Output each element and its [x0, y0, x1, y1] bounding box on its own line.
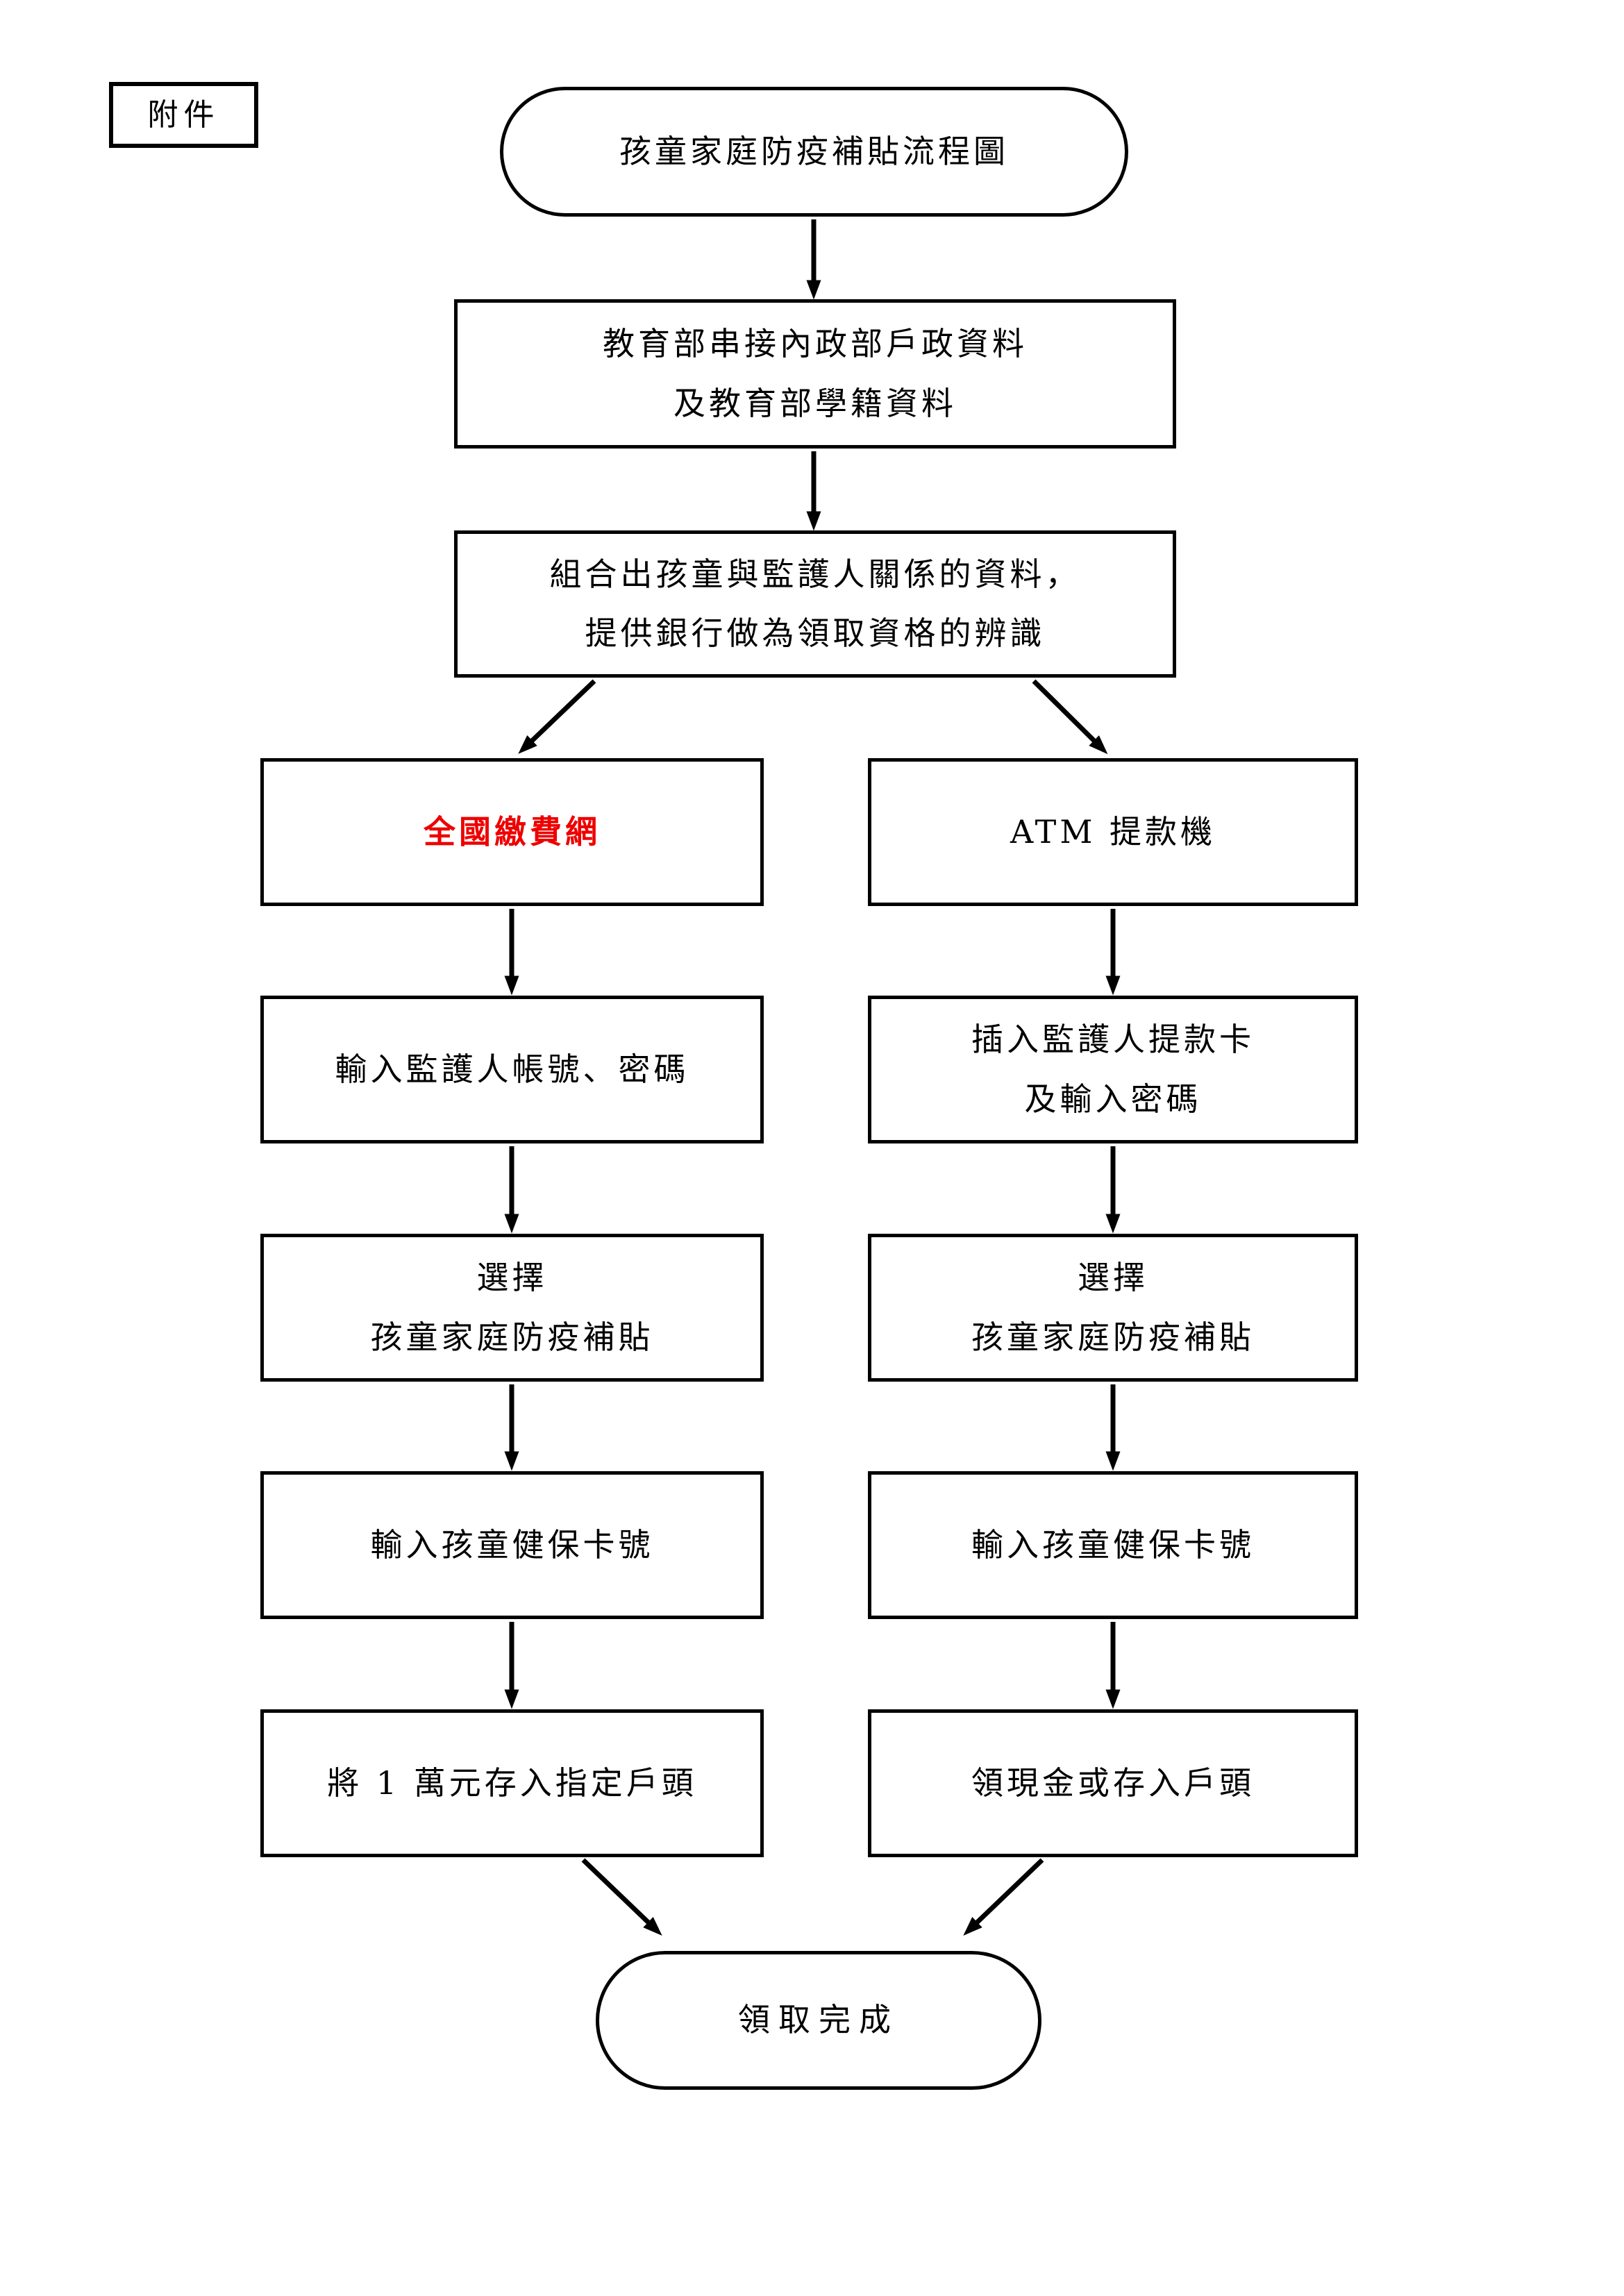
node-atm-label: ATM 提款機	[1010, 812, 1216, 850]
node-deposit-10k-label: 將 1 萬元存入指定戶頭	[327, 1763, 697, 1802]
node-enter-guardian-account-label: 輸入監護人帳號、密碼	[335, 1050, 689, 1088]
node-select-subsidy-left-line2: 孩童家庭防疫補貼	[370, 1318, 654, 1356]
node-data-link: 教育部串接內政部戶政資料 及教育部學籍資料	[454, 299, 1176, 449]
attachment-tag-label: 附件	[147, 97, 220, 133]
node-withdraw-or-deposit-label: 領現金或存入戶頭	[971, 1763, 1255, 1802]
node-combine-line1: 組合出孩童與監護人關係的資料，	[549, 555, 1081, 593]
arrow-withdraw-to-end	[963, 1858, 1044, 1936]
node-deposit-10k: 將 1 萬元存入指定戶頭	[260, 1709, 764, 1857]
end-terminator: 領取完成	[596, 1951, 1041, 2090]
node-enter-health-card-left-label: 輸入孩童健保卡號	[370, 1525, 654, 1564]
node-enter-health-card-right: 輸入孩童健保卡號	[868, 1471, 1358, 1619]
node-select-subsidy-right-line2: 孩童家庭防疫補貼	[971, 1318, 1255, 1356]
node-data-link-line1: 教育部串接內政部戶政資料	[603, 325, 1028, 363]
arrow-combine-to-epay	[518, 679, 596, 754]
node-enter-health-card-left: 輸入孩童健保卡號	[260, 1471, 764, 1619]
node-epay-web-channel: 全國繳費網	[260, 758, 764, 906]
node-select-subsidy-left-line1: 選擇	[476, 1259, 548, 1297]
node-withdraw-or-deposit: 領現金或存入戶頭	[868, 1709, 1358, 1857]
node-insert-card-line2: 及輸入密碼	[1024, 1080, 1202, 1118]
node-epay-web-label: 全國繳費網	[424, 812, 601, 850]
flowchart-title: 孩童家庭防疫補貼流程圖	[619, 132, 1009, 170]
arrow-deposit-to-end	[581, 1858, 662, 1936]
node-select-subsidy-left: 選擇 孩童家庭防疫補貼	[260, 1234, 764, 1382]
node-combine-data: 組合出孩童與監護人關係的資料， 提供銀行做為領取資格的辨識	[454, 530, 1176, 678]
node-atm-channel: ATM 提款機	[868, 758, 1358, 906]
node-combine-line2: 提供銀行做為領取資格的辨識	[585, 614, 1046, 652]
node-select-subsidy-right-line1: 選擇	[1078, 1259, 1148, 1297]
node-enter-health-card-right-label: 輸入孩童健保卡號	[971, 1525, 1255, 1564]
attachment-tag-box: 附件	[109, 82, 258, 148]
node-enter-guardian-account: 輸入監護人帳號、密碼	[260, 996, 764, 1143]
end-label: 領取完成	[738, 2001, 899, 2039]
node-data-link-line2: 及教育部學籍資料	[673, 384, 957, 422]
node-insert-card: 插入監護人提款卡 及輸入密碼	[868, 996, 1358, 1143]
arrow-combine-to-atm	[1032, 679, 1108, 755]
node-select-subsidy-right: 選擇 孩童家庭防疫補貼	[868, 1234, 1358, 1382]
start-terminator: 孩童家庭防疫補貼流程圖	[500, 87, 1128, 217]
node-insert-card-line1: 插入監護人提款卡	[971, 1021, 1255, 1059]
